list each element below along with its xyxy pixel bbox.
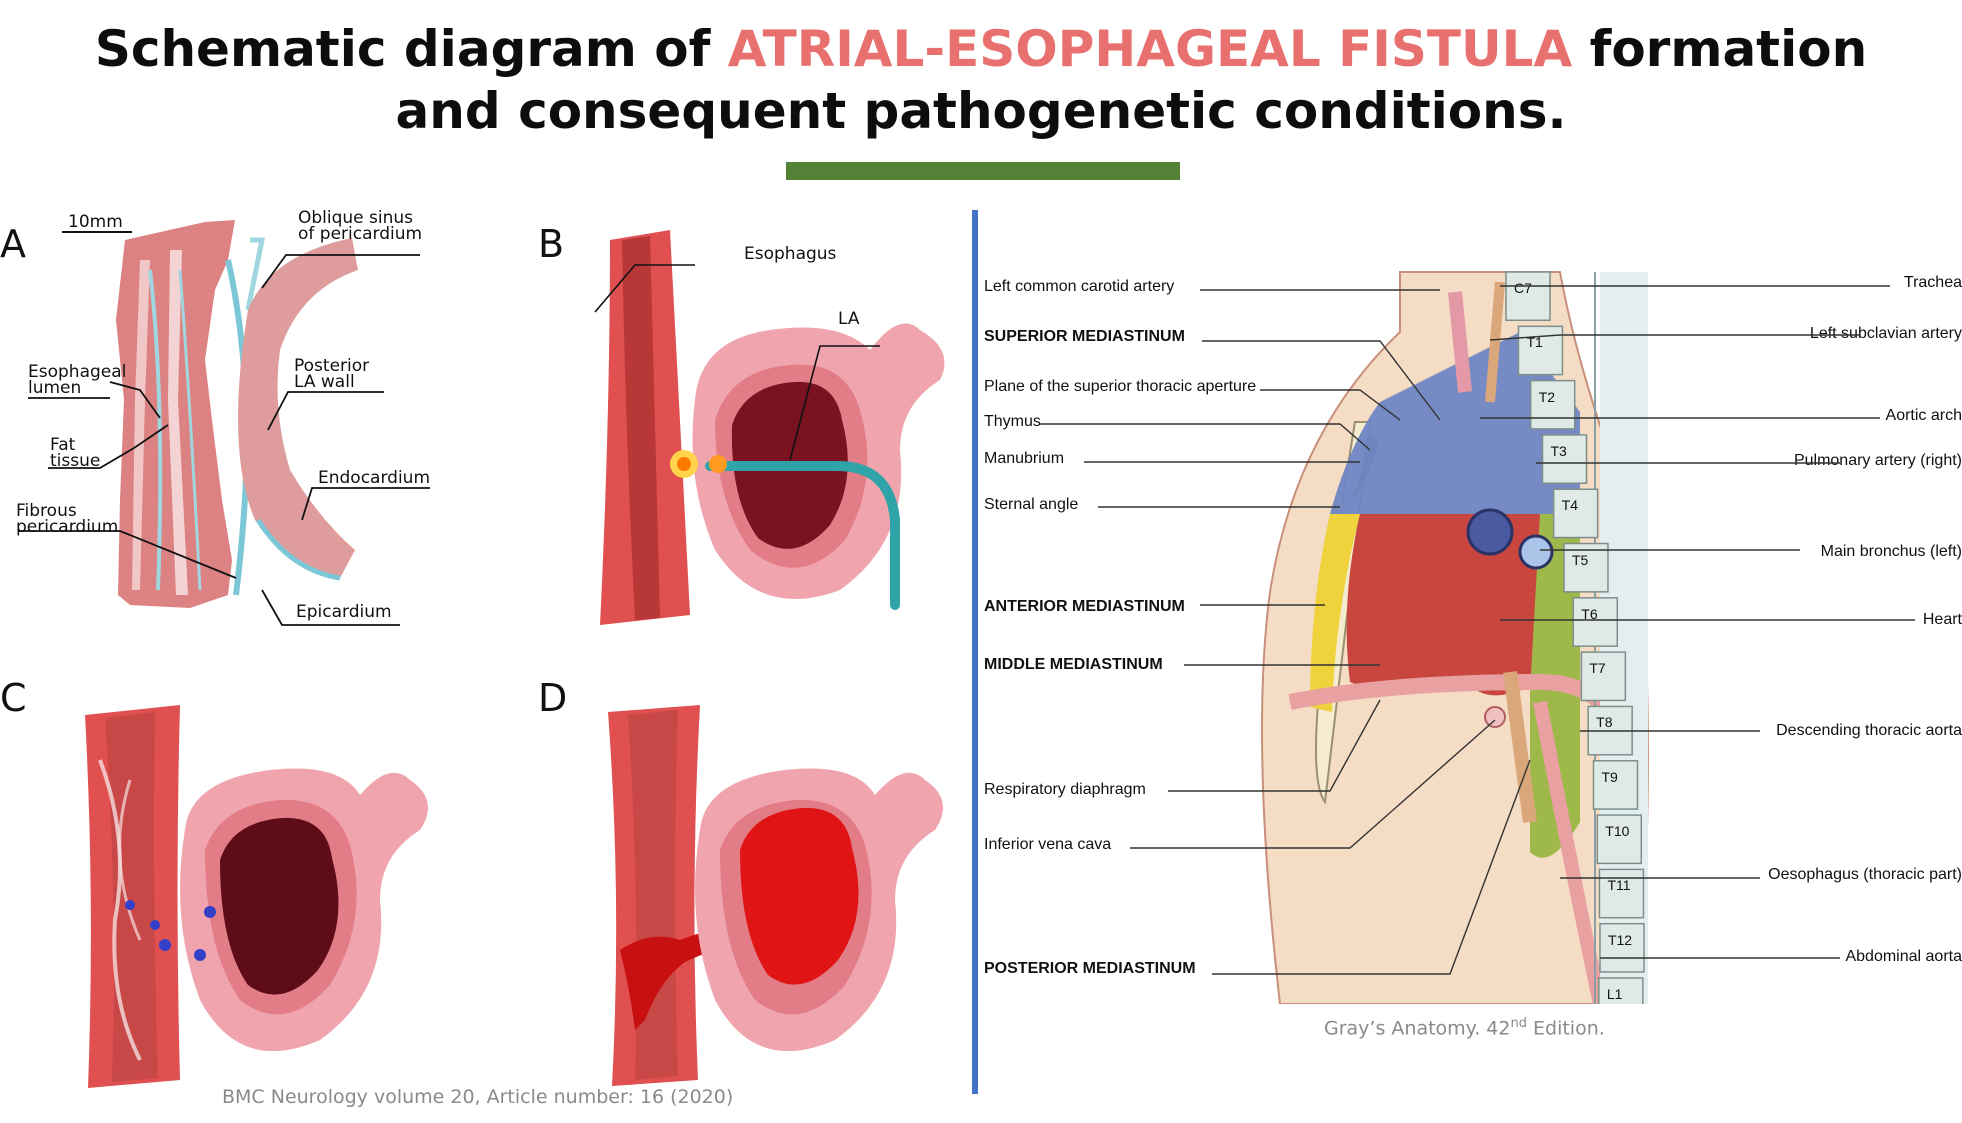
vertebra-l1: [1598, 977, 1644, 1004]
label-esophageal-lumen-2: lumen: [28, 378, 82, 398]
vertebra-t4: [1552, 488, 1599, 539]
label-inferior-vena-cava: Inferior vena cava: [984, 836, 1112, 853]
label-descending-thoracic-aorta: Descending thoracic aorta: [1776, 722, 1962, 739]
label-main-bronchus-left: Main bronchus (left): [1820, 543, 1962, 560]
vertebra-label-t6: T6: [1581, 605, 1598, 622]
title-line-1: Schematic diagram of ATRIAL-ESOPHAGEAL F…: [94, 20, 1868, 78]
vertebra-c7: [1505, 271, 1551, 322]
label-left-subclavian-artery: Left subclavian artery: [1809, 325, 1962, 342]
label-respiratory-diaphragm: Respiratory diaphragm: [984, 781, 1146, 798]
vertebra-label-t12: T12: [1607, 931, 1633, 948]
scale-bar-label: 10mm: [68, 212, 123, 232]
vertebra-label-t7: T7: [1589, 660, 1606, 677]
label-superior-mediastinum: SUPERIOR MEDIASTINUM: [984, 328, 1185, 345]
vertebra-t7: [1580, 651, 1627, 702]
label-anterior-mediastinum: ANTERIOR MEDIASTINUM: [984, 598, 1185, 615]
label-oesophagus-thoracic-part: Oesophagus (thoracic part): [1768, 866, 1962, 883]
vertebra-t5: [1563, 542, 1609, 593]
label-abdominal-aorta: Abdominal aorta: [1845, 948, 1962, 965]
label-oblique-sinus-2: of pericardium: [298, 224, 423, 244]
vertebra-label-l1: L1: [1606, 986, 1623, 1002]
label-fat-tissue-2: tissue: [50, 451, 101, 471]
panel-d-letter: D: [538, 676, 568, 720]
label-posterior-la-wall-2: LA wall: [294, 372, 355, 392]
citation-grays-anatomy: Gray’s Anatomy. 42nd Edition.: [1324, 1016, 1605, 1040]
title-line-2: and consequent pathogenetic conditions.: [395, 82, 1567, 140]
label-middle-mediastinum: MIDDLE MEDIASTINUM: [984, 656, 1163, 673]
label-epicardium: Epicardium: [296, 602, 392, 622]
vertebra-label-t11: T11: [1607, 877, 1631, 894]
vertebra-label-t8: T8: [1596, 714, 1613, 731]
panel-a-histology: [18, 220, 430, 626]
label-endocardium: Endocardium: [318, 468, 431, 488]
vertebra-label-t4: T4: [1561, 497, 1578, 514]
vertebra-t9: [1592, 760, 1639, 810]
citation-bmc-neurology: BMC Neurology volume 20, Article number:…: [222, 1086, 734, 1108]
label-left-common-carotid-artery: Left common carotid artery: [984, 278, 1175, 295]
vertebra-label-t3: T3: [1550, 442, 1567, 459]
label-la: LA: [838, 309, 860, 329]
label-fibrous-pericardium-1: Fibrous: [16, 501, 77, 521]
label-esophageal-lumen-1: Esophageal: [28, 362, 127, 382]
panel-c-air-embolism: [85, 705, 428, 1088]
label-fat-tissue-1: Fat: [50, 435, 76, 455]
title-underline-bar: [786, 162, 1180, 180]
page-title: Schematic diagram of ATRIAL-ESOPHAGEAL F…: [0, 18, 1962, 142]
vertebra-label-c7: C7: [1514, 280, 1532, 296]
vertebra-column: [1505, 271, 1645, 1004]
label-posterior-la-wall-1: Posterior: [294, 356, 370, 376]
title-highlight: ATRIAL-ESOPHAGEAL FISTULA: [727, 20, 1573, 78]
label-heart: Heart: [1922, 611, 1962, 628]
label-trachea: Trachea: [1903, 274, 1962, 291]
panel-d-hemorrhage: [608, 705, 943, 1086]
vertebra-t2: [1529, 379, 1576, 430]
panel-a-letter: A: [0, 222, 26, 266]
label-fibrous-pericardium-2: pericardium: [16, 517, 119, 537]
vertebra-t3: [1541, 434, 1588, 484]
vertebra-label-t1: T1: [1526, 334, 1543, 351]
vertebra-label-t9: T9: [1601, 768, 1618, 785]
vertebra-label-t10: T10: [1605, 823, 1630, 840]
label-sternal-angle: Sternal angle: [984, 496, 1079, 513]
label-pulmonary-artery-right: Pulmonary artery (right): [1793, 452, 1962, 469]
label-thymus: Thymus: [984, 413, 1041, 430]
panel-c-letter: C: [0, 676, 27, 720]
anatomy-mediastinum-illustration: [1261, 271, 1649, 1004]
label-aortic-arch: Aortic arch: [1885, 407, 1962, 424]
vertebra-t12: [1599, 922, 1645, 973]
panel-b-letter: B: [538, 222, 565, 266]
label-oblique-sinus-1: Oblique sinus: [298, 208, 414, 228]
vertebra-t6: [1572, 597, 1619, 647]
label-manubrium: Manubrium: [984, 450, 1065, 467]
vertebra-t10: [1596, 814, 1643, 865]
vertical-divider: [972, 210, 978, 1094]
panel-b-catheter-ablation: [594, 230, 945, 625]
label-posterior-mediastinum: POSTERIOR MEDIASTINUM: [984, 960, 1196, 977]
vertebra-label-t2: T2: [1538, 388, 1556, 405]
vertebra-label-t5: T5: [1571, 551, 1589, 568]
label-plane-superior-thoracic-aperture: Plane of the superior thoracic aperture: [984, 378, 1257, 395]
label-esophagus: Esophagus: [744, 244, 837, 264]
vertebra-t1: [1517, 325, 1564, 376]
